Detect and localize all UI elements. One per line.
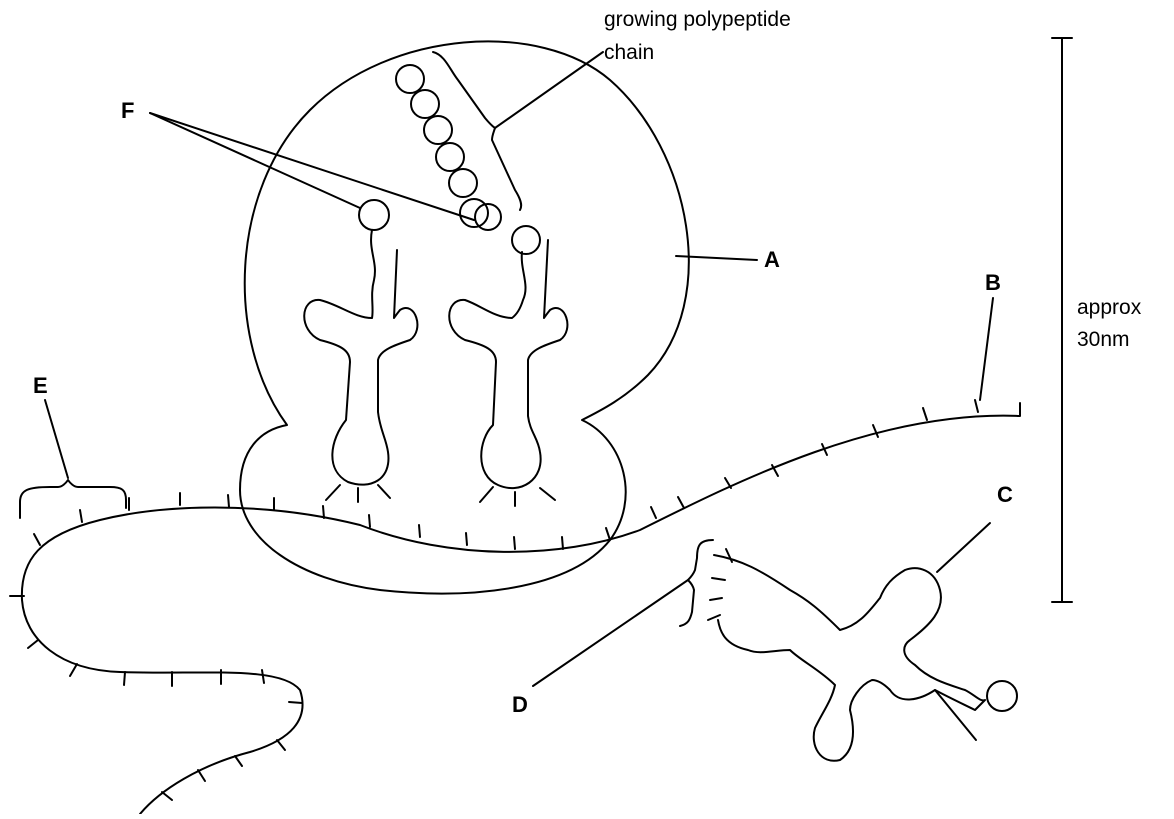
trna-left bbox=[304, 200, 417, 502]
scale-label-line1: approx bbox=[1077, 296, 1142, 319]
label-e: E bbox=[33, 373, 48, 398]
mrna-codon-ticks bbox=[10, 400, 978, 800]
label-d: D bbox=[512, 692, 528, 717]
free-trna bbox=[708, 549, 1017, 761]
label-b: B bbox=[985, 270, 1001, 295]
label-c: C bbox=[997, 482, 1013, 507]
label-a: A bbox=[764, 247, 780, 272]
label-f: F bbox=[121, 98, 134, 123]
polypeptide-label-line1: growing polypeptide bbox=[604, 8, 791, 31]
polypeptide-label-line2: chain bbox=[604, 41, 654, 64]
amino-acid-circle bbox=[987, 681, 1017, 711]
ribosome-outline bbox=[240, 41, 689, 593]
label-f-leader-2 bbox=[150, 113, 474, 220]
scale-bar bbox=[1052, 38, 1072, 602]
polypeptide-chain bbox=[396, 65, 501, 230]
label-f-leader-1 bbox=[150, 113, 360, 208]
polypeptide-leader-line bbox=[495, 52, 603, 128]
scale-label-line2: 30nm bbox=[1077, 328, 1130, 351]
label-e-leader bbox=[45, 400, 68, 478]
amino-acid-circle bbox=[512, 226, 540, 254]
label-b-leader bbox=[980, 298, 993, 400]
label-d-leader bbox=[533, 580, 688, 686]
trna-right bbox=[449, 226, 567, 506]
label-c-leader bbox=[937, 523, 990, 572]
amino-acid-circle bbox=[359, 200, 389, 230]
label-e-bracket bbox=[20, 480, 126, 518]
